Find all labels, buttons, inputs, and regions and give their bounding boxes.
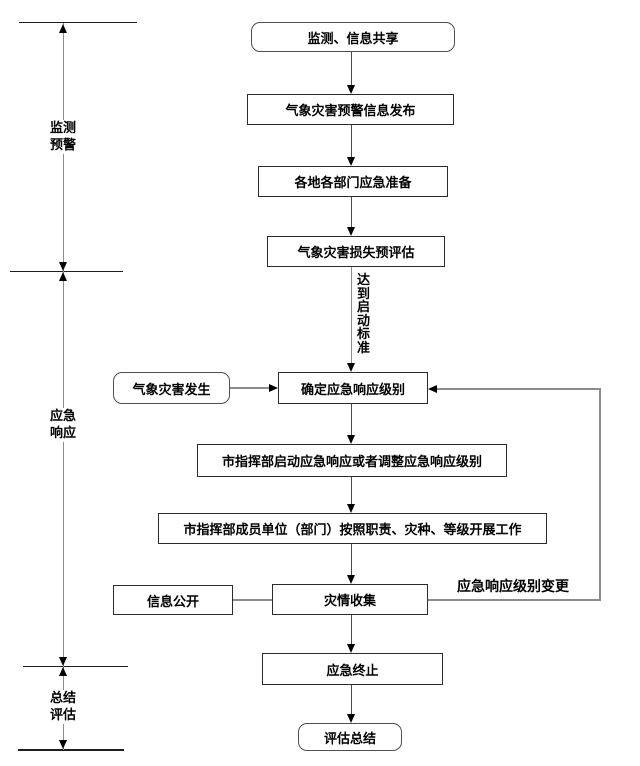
- arrow-left-icon: [428, 385, 437, 393]
- node-disaster-occurs: 气象灾害发生: [113, 372, 230, 404]
- arrow-down-icon: [347, 227, 355, 236]
- connector: [351, 615, 352, 644]
- node-information-disclosure: 信息公开: [113, 585, 233, 615]
- phase-separator-top: [19, 22, 137, 23]
- node-determine-response-level: 确定应急响应级别: [278, 372, 428, 404]
- phase-separator-bottom: [18, 749, 124, 751]
- axis-arrow-up-icon: [59, 24, 67, 33]
- node-warning-info-release: 气象灾害预警信息发布: [247, 94, 454, 125]
- node-emergency-termination: 应急终止: [262, 653, 443, 685]
- feedback-line-top: [437, 388, 599, 390]
- connector: [351, 404, 352, 435]
- arrow-down-icon: [347, 157, 355, 166]
- node-members-carry-out-work: 市指挥部成员单位（部门）按照职责、灾种、等级开展工作: [158, 513, 547, 544]
- connector-info-to-collection: [231, 599, 272, 601]
- connector-disaster-to-determine: [230, 387, 269, 389]
- node-emergency-preparation: 各地各部门应急准备: [258, 166, 448, 197]
- phase-label-emergency-response: 应急响应: [46, 408, 80, 442]
- edge-label-trigger-criteria: 达到启动标准: [357, 273, 371, 356]
- edge-label-level-change: 应急响应级别变更: [457, 576, 569, 596]
- arrow-down-icon: [347, 575, 355, 584]
- arrow-down-icon: [347, 363, 355, 372]
- axis-arrow-up-icon: [59, 667, 67, 676]
- node-loss-pre-assessment: 气象灾害损失预评估: [267, 236, 445, 267]
- axis-arrow-down-icon: [59, 262, 67, 271]
- node-start-or-adjust-response: 市指挥部启动应急响应或者调整应急响应级别: [197, 444, 507, 477]
- connector: [351, 51, 352, 85]
- arrow-right-icon: [269, 384, 278, 392]
- arrow-down-icon: [347, 644, 355, 653]
- connector: [351, 544, 352, 575]
- axis-arrow-down-icon: [59, 740, 67, 749]
- node-monitor-info-sharing: 监测、信息共享: [251, 22, 455, 52]
- arrow-down-icon: [347, 504, 355, 513]
- feedback-line-right: [599, 388, 601, 601]
- connector: [351, 125, 352, 157]
- node-evaluation-summary: 评估总结: [298, 723, 402, 751]
- connector: [351, 477, 352, 504]
- phase-label-summary-evaluation: 总结评估: [46, 690, 80, 724]
- connector: [351, 267, 352, 363]
- feedback-line-bottom: [428, 599, 601, 601]
- phase-label-monitoring-warning: 监测预警: [46, 120, 80, 154]
- phase-separator-mid1: [10, 271, 123, 272]
- node-disaster-info-collection: 灾情收集: [272, 584, 428, 615]
- axis-arrow-down-icon: [59, 657, 67, 666]
- arrow-down-icon: [347, 85, 355, 94]
- connector: [351, 197, 352, 227]
- axis-arrow-up-icon: [59, 272, 67, 281]
- connector: [351, 685, 352, 714]
- arrow-down-icon: [347, 714, 355, 723]
- arrow-down-icon: [347, 435, 355, 444]
- phase-axis-line: [63, 23, 64, 750]
- phase-separator-mid2: [23, 666, 128, 667]
